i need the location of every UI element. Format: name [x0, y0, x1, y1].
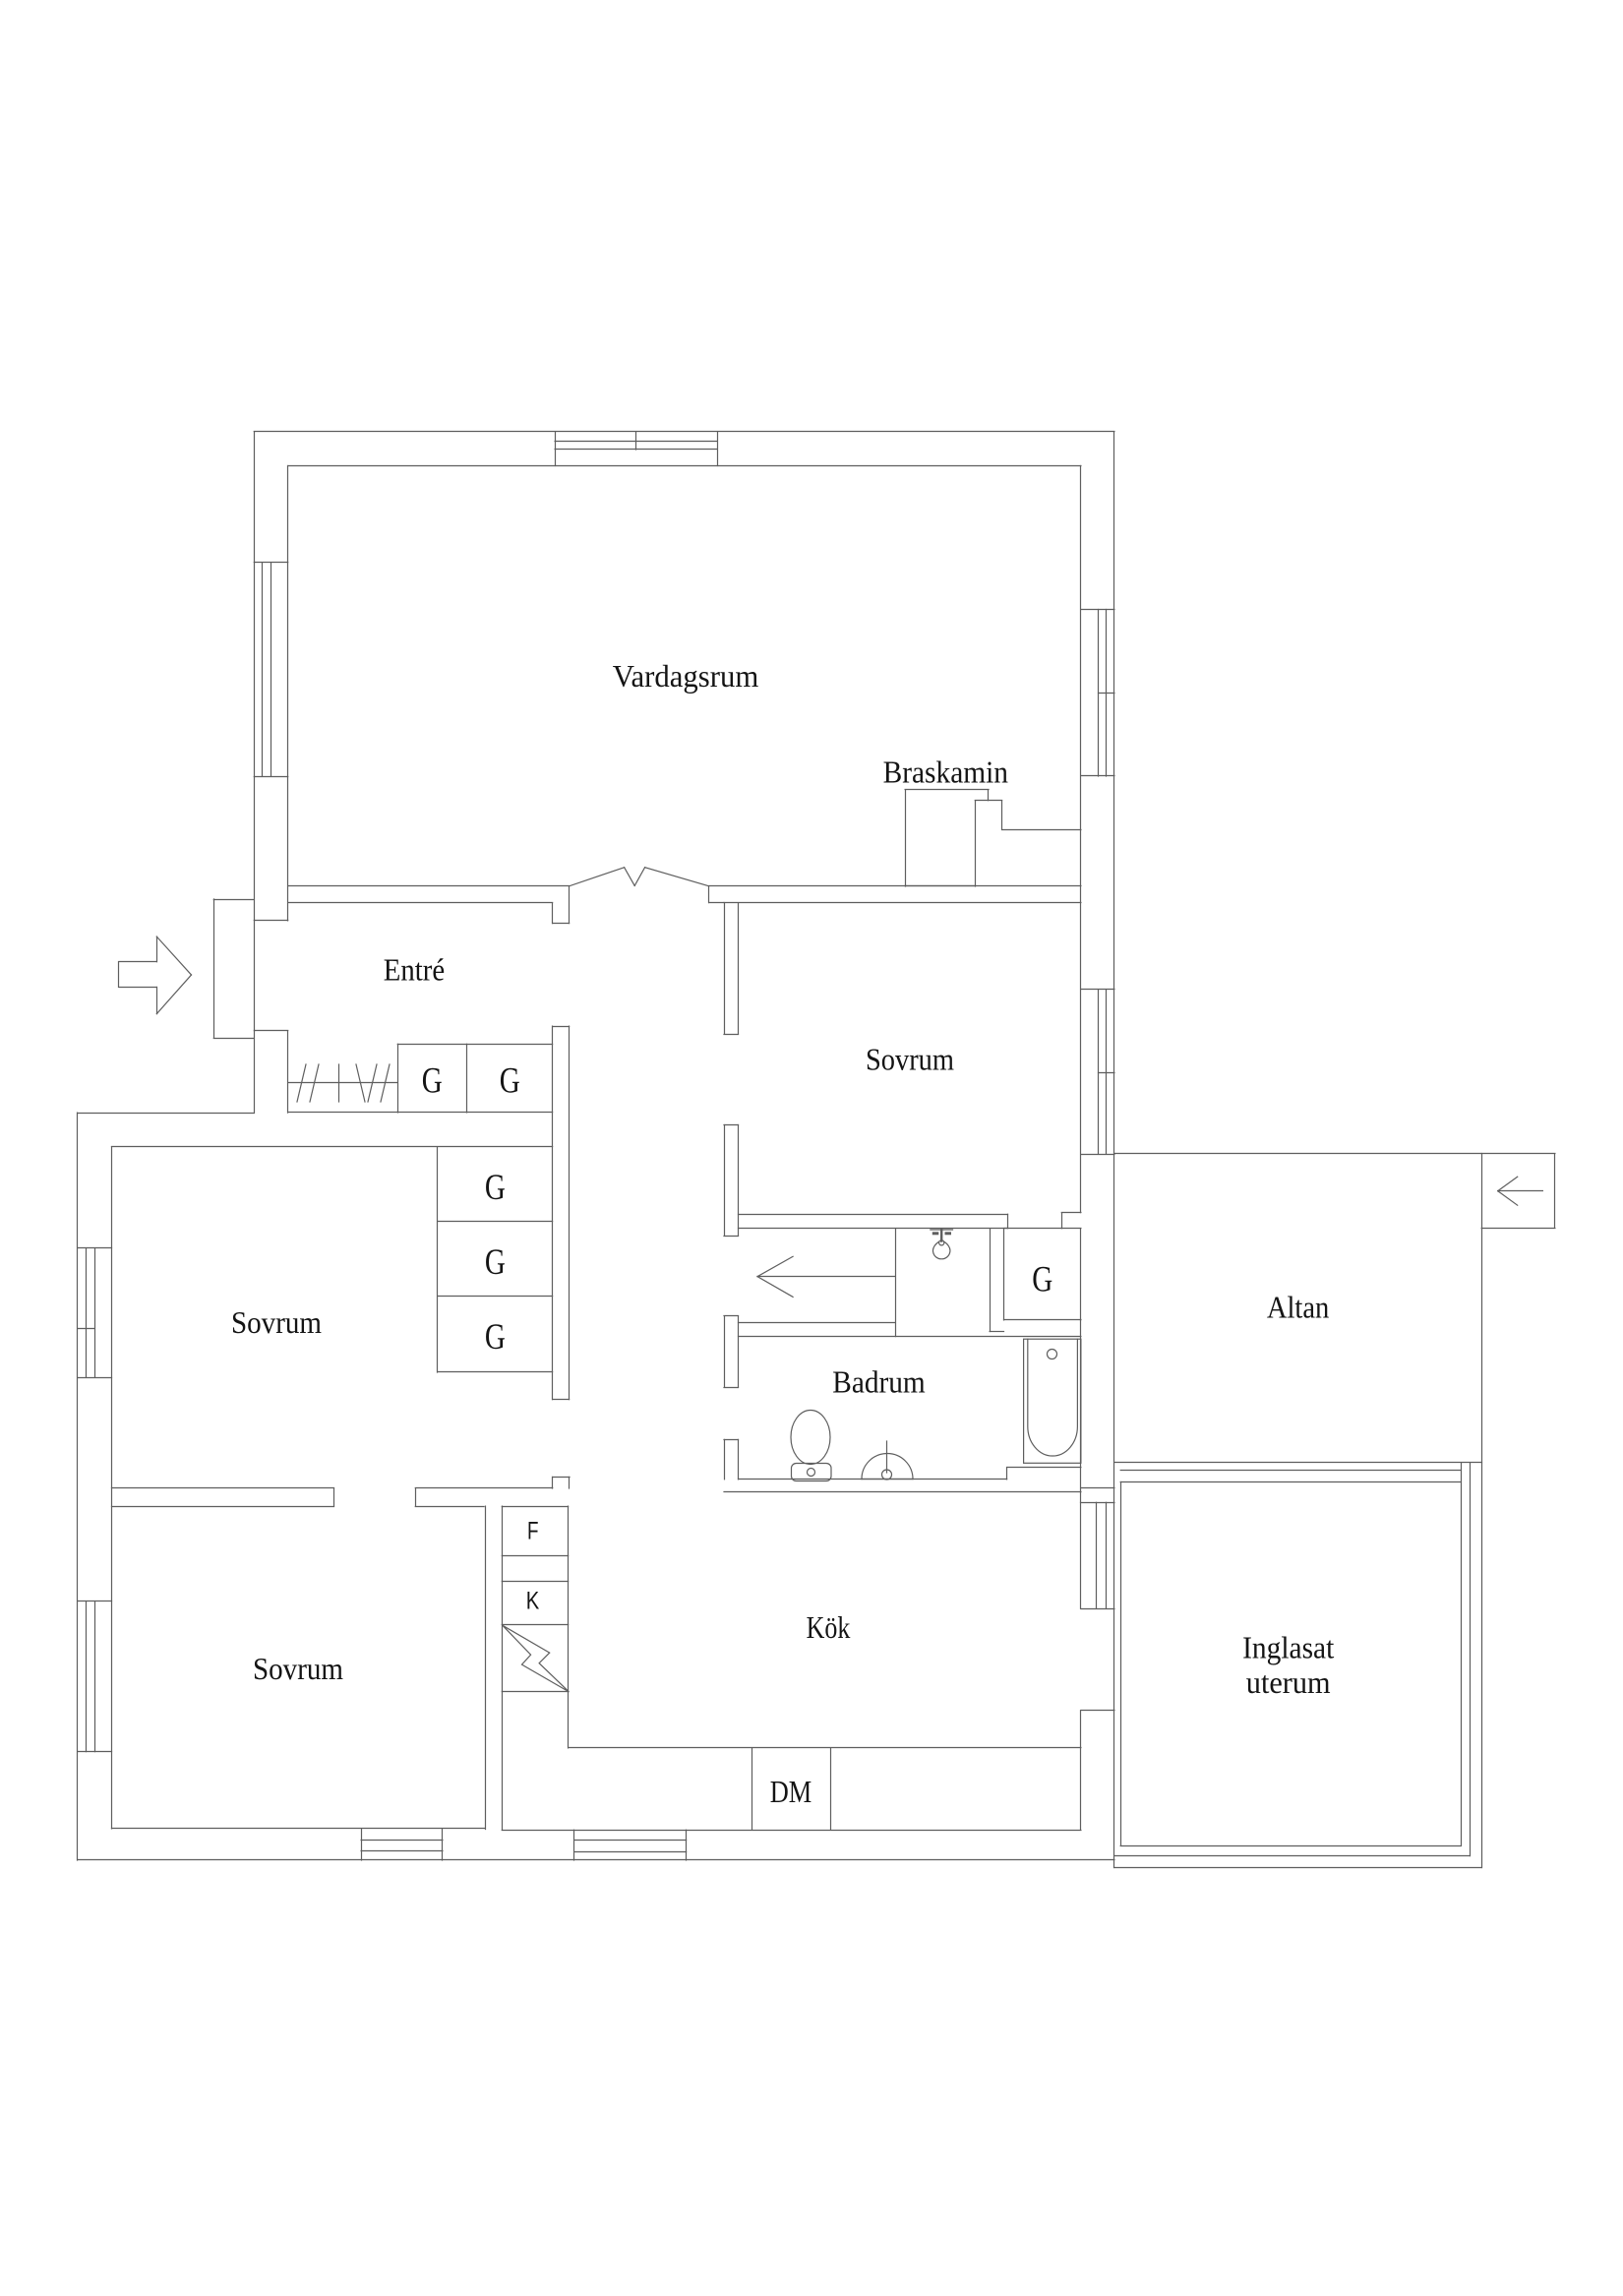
svg-text:G: G [485, 1168, 506, 1208]
svg-text:Badrum: Badrum [832, 1364, 926, 1400]
svg-text:G: G [485, 1242, 506, 1283]
svg-text:Inglasat: Inglasat [1242, 1630, 1334, 1665]
svg-text:Entré: Entré [384, 952, 445, 988]
svg-text:F: F [527, 1518, 539, 1545]
svg-text:Sovrum: Sovrum [866, 1042, 954, 1077]
svg-text:G: G [500, 1061, 520, 1102]
svg-text:Braskamin: Braskamin [883, 755, 1008, 790]
svg-text:K: K [526, 1588, 540, 1615]
svg-text:Kök: Kök [807, 1609, 851, 1645]
svg-text:Vardagsrum: Vardagsrum [613, 658, 759, 694]
svg-text:G: G [485, 1317, 506, 1358]
svg-text:uterum: uterum [1246, 1664, 1331, 1700]
svg-text:Altan: Altan [1267, 1290, 1330, 1325]
svg-text:G: G [422, 1061, 443, 1102]
svg-text:G: G [1032, 1260, 1052, 1300]
svg-text:DM: DM [770, 1774, 812, 1809]
svg-text:Sovrum: Sovrum [253, 1651, 343, 1686]
svg-text:Sovrum: Sovrum [231, 1304, 322, 1340]
